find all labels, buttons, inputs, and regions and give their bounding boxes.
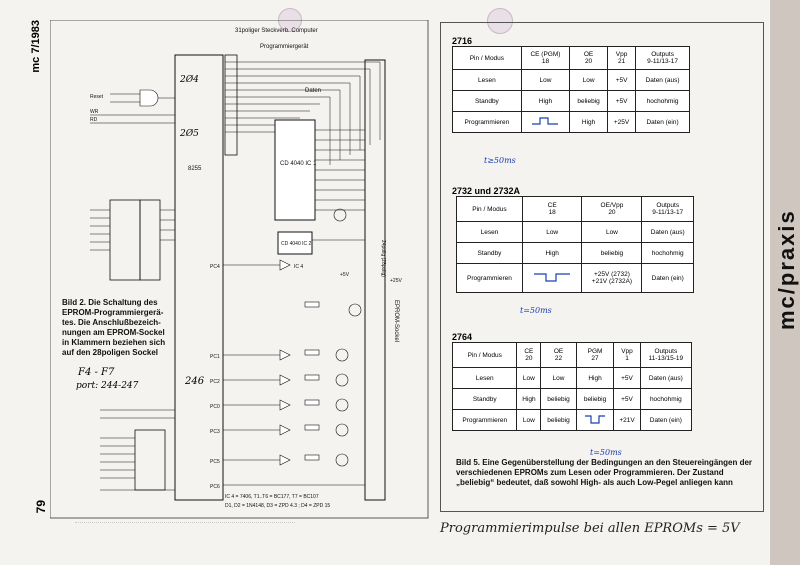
table-row: Programmieren +25V (2732) +21V (2732A) D…	[456, 263, 694, 293]
ic4-label: IC 4	[294, 264, 303, 270]
table-header: Pin / Modus	[452, 46, 522, 70]
vcc-label: +5V	[340, 272, 350, 278]
table-header: CE 20	[516, 342, 542, 368]
connector-pins	[225, 61, 380, 133]
table-header: CE 18	[521, 196, 583, 222]
port-pc2: PC2	[210, 379, 220, 385]
handwritten-ports: port: 244-247	[76, 381, 139, 391]
ic1-label: CD 4040 IC 1	[280, 161, 317, 167]
table-header: PGM 27	[575, 342, 615, 368]
table-2716-title: 2716	[452, 36, 473, 46]
table-2716-note: t≥50ms	[484, 156, 516, 165]
table-2732: Pin / Modus CE 18 OE/Vpp 20 Outputs 9-11…	[456, 196, 694, 293]
handwritten-204: 2Ø4	[179, 74, 199, 85]
daten-label: Daten	[305, 88, 321, 94]
handwritten-bottom-note: Programmierimpulse bei allen EPROMs = 5V	[440, 521, 740, 536]
pulse-cell	[575, 409, 615, 431]
vpp-label: +25V	[390, 278, 402, 284]
table-2764: Pin / Modus CE 20 OE 22 PGM 27 Vpp 1 Out…	[451, 342, 693, 431]
table-2716: Pin / Modus CE (PGM) 18 OE 20 Vpp 21 Out…	[452, 46, 690, 133]
transistor-stage	[333, 208, 362, 467]
journal-label: mc 7/1983	[30, 20, 42, 73]
socket-label: EPROM-Sockel	[393, 300, 399, 342]
brand-label: mc/praxis	[774, 209, 799, 331]
table-header: Outputs 9-11/13-17	[641, 196, 694, 222]
table-header: OE 22	[540, 342, 577, 368]
table-2732-note: t=50ms	[520, 306, 552, 315]
table-header: Outputs 9-11/13-17	[635, 46, 690, 70]
port-pc5: PC5	[210, 459, 220, 465]
port-pc6: PC6	[210, 484, 220, 490]
table-header: OE 20	[569, 46, 608, 70]
chip-8255-label: 8255	[188, 166, 202, 172]
pulse-cell	[521, 263, 583, 293]
port-pc1: PC1	[210, 354, 220, 360]
table-header: Vpp 21	[606, 46, 637, 70]
brand-strip: mc/praxis	[770, 0, 800, 565]
table-header: OE/Vpp 20	[581, 196, 643, 222]
pulse-up-icon	[532, 117, 559, 125]
ic2-label: CD 4040 IC 2	[281, 241, 312, 247]
caption-left: Bild 2. Die Schaltung des EPROM-Programm…	[62, 298, 166, 357]
pulse-down-icon	[534, 273, 571, 282]
punch-hole-right	[487, 8, 513, 34]
table-header: Pin / Modus	[451, 342, 518, 368]
socket-sub-label: 24polig (28polig)	[380, 240, 386, 277]
table-row: Programmieren High+25V Daten (ein)	[452, 111, 690, 133]
programmer-label: Programmiergerät	[260, 44, 309, 50]
parts-list-2: D1, D2 = 1N4148, D3 = ZPD 4.3 ; D4 = ZPD…	[225, 503, 330, 509]
port-pc4: PC4	[210, 264, 220, 270]
reset-label: Reset	[90, 94, 104, 100]
table-2732-title: 2732 und 2732A	[452, 186, 521, 196]
right-panel-frame	[440, 22, 764, 512]
table-header: CE (PGM) 18	[520, 46, 571, 70]
page-number: 79	[34, 500, 48, 514]
ic4-gates	[279, 259, 291, 466]
pulse-cell	[520, 111, 571, 133]
handwritten-205: 2Ø5	[179, 128, 199, 139]
table-2764-note: t=50ms	[590, 448, 622, 457]
handwritten-246: 246	[184, 376, 205, 387]
table-header: Outputs 11-13/15-19	[639, 342, 693, 368]
circuit-schematic: 31poliger Steckverb. Computer Programmie…	[50, 20, 429, 519]
caption-right: Bild 5. Eine Gegenüberstellung der Bedin…	[456, 458, 753, 487]
parts-list-1: IC 4 = 7406, T1..T6 = BC177, T7 = BC107	[225, 494, 319, 500]
table-2764-title: 2764	[452, 332, 473, 342]
port-pc0: PC0	[210, 404, 220, 410]
connector-label: 31poliger Steckverb. Computer	[235, 28, 318, 34]
port-pc3: PC3	[210, 429, 220, 435]
handwritten-f4f7: F4 - F7	[77, 367, 115, 378]
rd-label: RD	[90, 117, 98, 123]
wr-label: WR	[90, 109, 99, 115]
pulse-down-icon	[585, 415, 606, 424]
faint-lines	[75, 522, 295, 524]
